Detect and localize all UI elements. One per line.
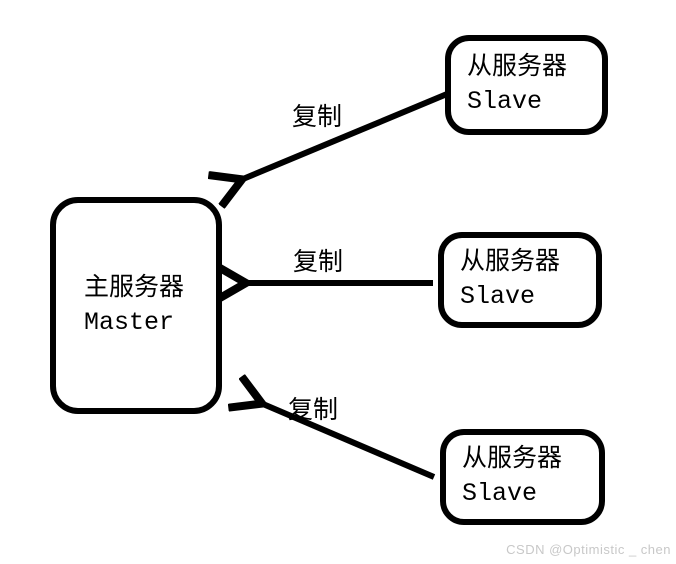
slave-node-3: 从服务器 Slave bbox=[440, 429, 605, 525]
slave-node-3-label-cn: 从服务器 bbox=[462, 445, 563, 474]
arrow-label-top: 复制 bbox=[292, 104, 343, 133]
arrow-label-bottom: 复制 bbox=[288, 397, 339, 426]
replication-arrow-top bbox=[243, 91, 449, 179]
slave-node-3-label-en: Slave bbox=[462, 479, 538, 508]
slave-node-1-label-cn: 从服务器 bbox=[467, 53, 568, 82]
master-node-label-cn: 主服务器 bbox=[84, 273, 185, 303]
master-node-label-en: Master bbox=[84, 307, 175, 337]
slave-node-2: 从服务器 Slave bbox=[438, 232, 602, 328]
slave-node-1-label-en: Slave bbox=[467, 87, 543, 116]
replication-arrow-bottom bbox=[263, 404, 436, 480]
slave-node-2-label-en: Slave bbox=[460, 282, 536, 311]
watermark-text: CSDN @Optimistic _ chen bbox=[506, 542, 671, 557]
slave-node-2-label-cn: 从服务器 bbox=[460, 248, 561, 277]
arrow-label-middle: 复制 bbox=[293, 249, 344, 278]
master-node: 主服务器 Master bbox=[50, 197, 222, 414]
slave-node-1: 从服务器 Slave bbox=[445, 35, 608, 135]
